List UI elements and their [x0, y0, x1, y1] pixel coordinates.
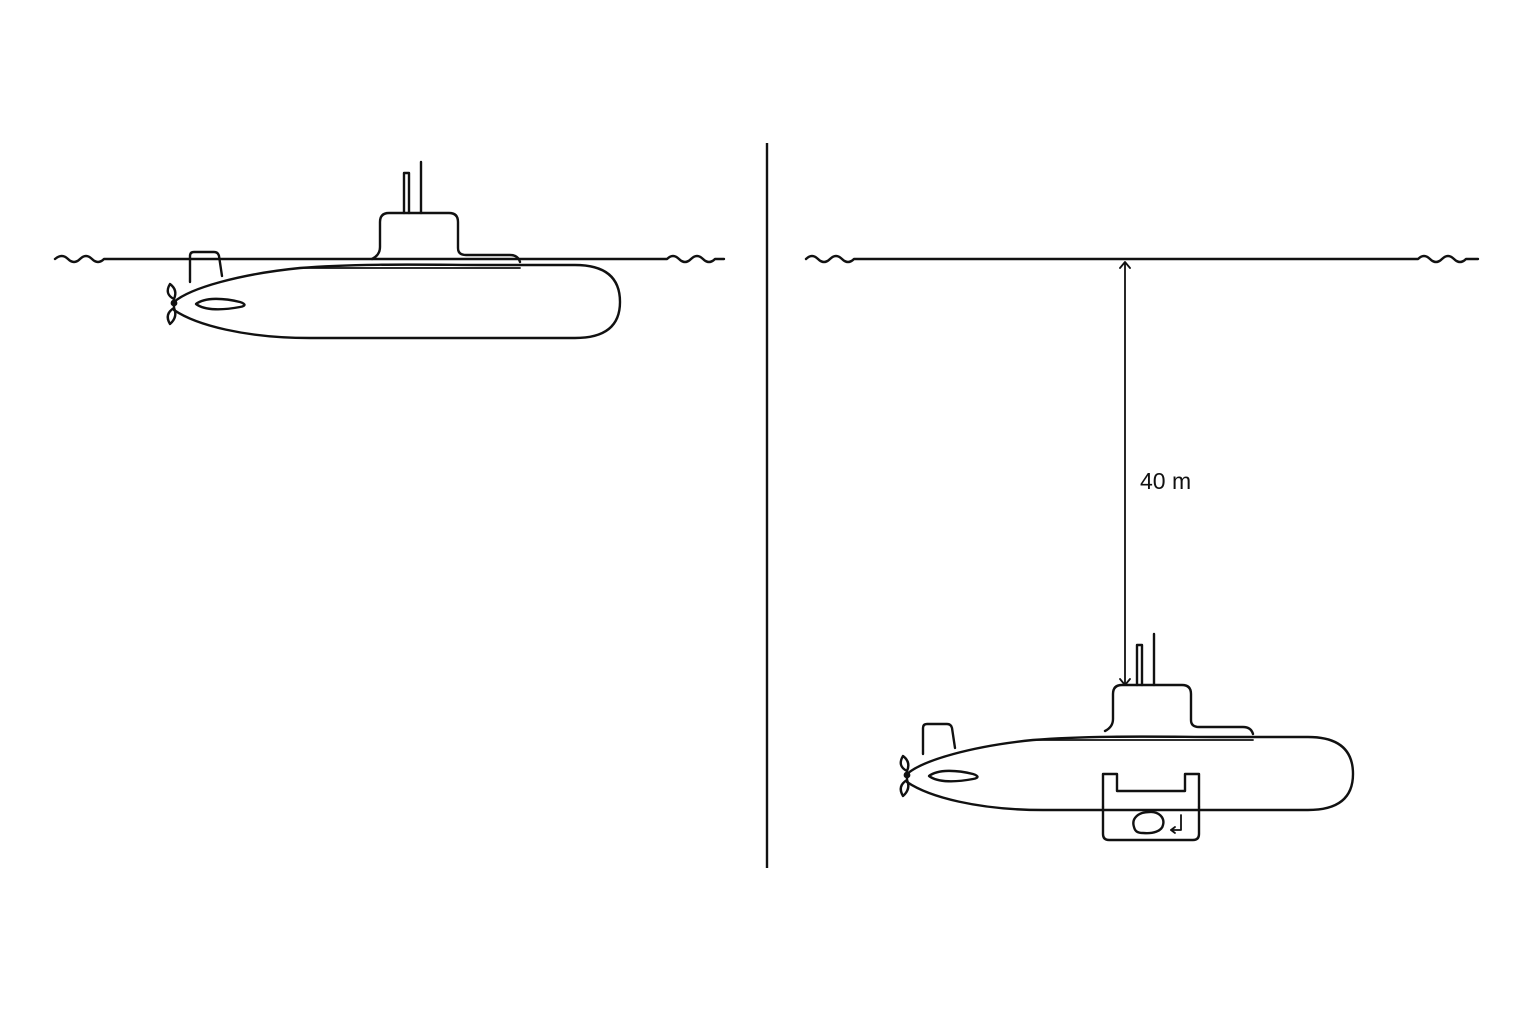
- cargo-compartment: [1101, 772, 1201, 842]
- water-surface-right: [804, 254, 1480, 264]
- surfaced-submarine: [166, 160, 622, 340]
- surface-panel: [53, 160, 726, 340]
- sample-rock: [1132, 810, 1165, 835]
- depth-label: 40 m: [1140, 468, 1191, 494]
- submerged-panel: 40 m: [804, 254, 1480, 842]
- water-surface-left: [53, 254, 726, 264]
- submerged-submarine: [899, 632, 1355, 842]
